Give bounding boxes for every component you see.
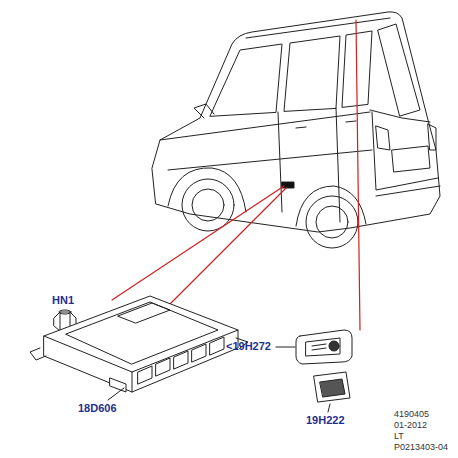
- drawing-reference: P0213403-04: [394, 443, 448, 453]
- rear-camera: [296, 330, 352, 364]
- illustration-number: 4190405: [394, 410, 429, 420]
- control-module: [30, 296, 248, 392]
- vehicle-outline: [152, 12, 440, 248]
- callout-number: HN1: [52, 294, 74, 306]
- location-leaders: [112, 20, 360, 330]
- date-code: 01-2012: [394, 421, 427, 431]
- callout-number: 18D606: [78, 402, 117, 414]
- callout-number: 19H222: [306, 414, 345, 426]
- camera-bracket: [314, 372, 350, 402]
- region-code: LT: [394, 432, 404, 442]
- callout-number: <19H272: [226, 340, 271, 352]
